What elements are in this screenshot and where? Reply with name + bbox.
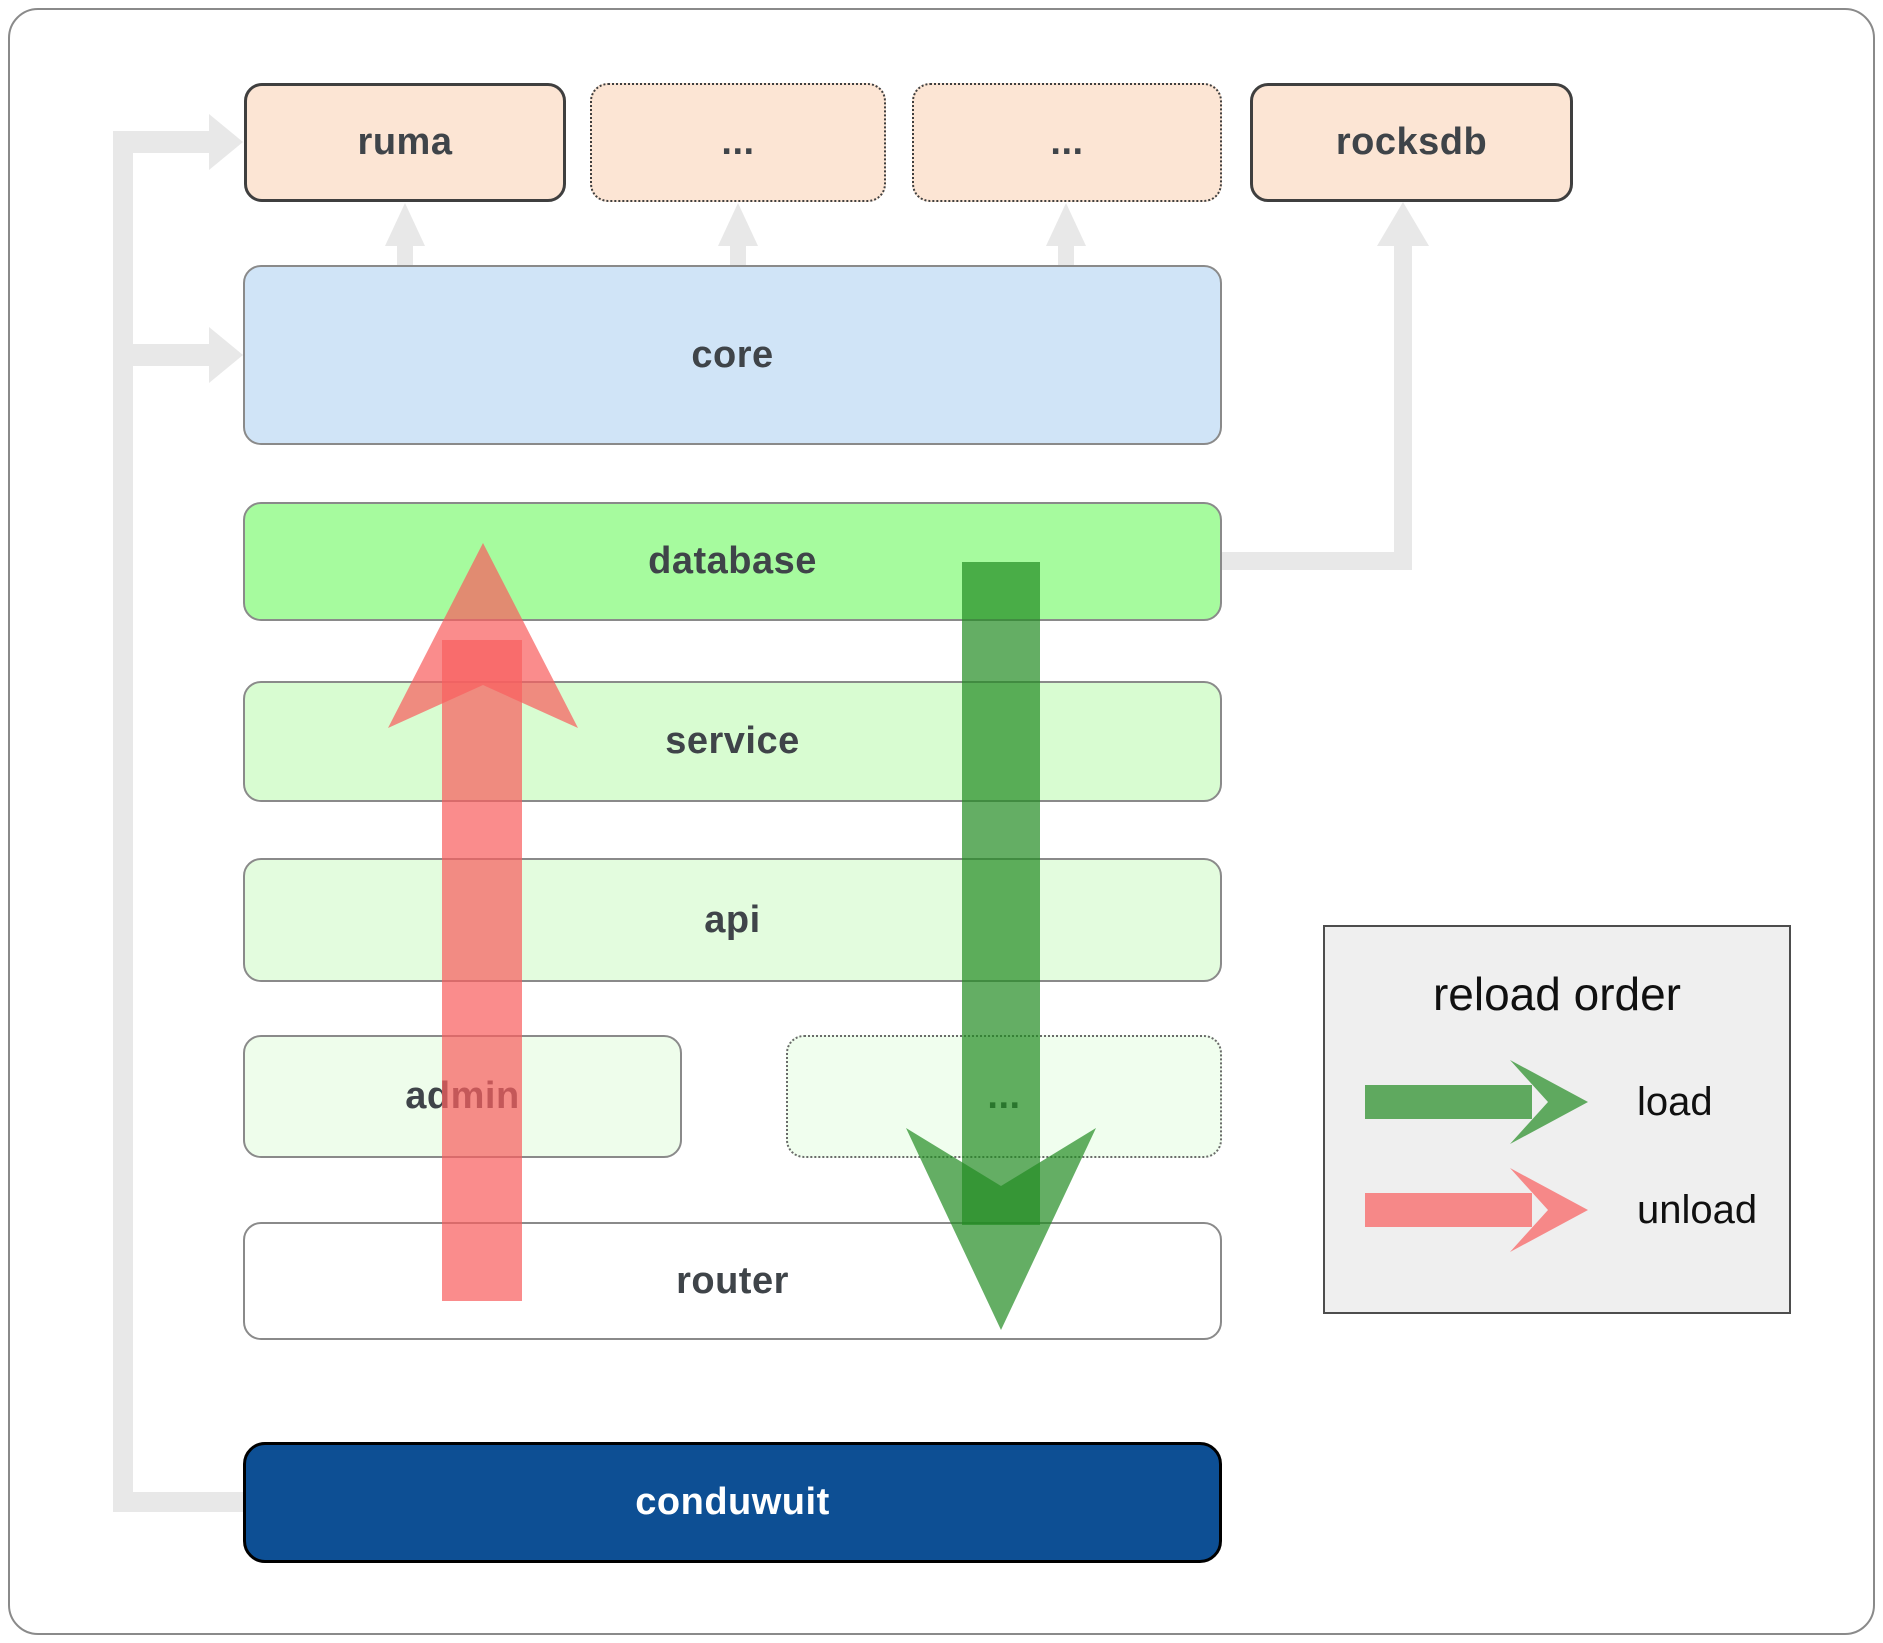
node-conduwuit-label: conduwuit xyxy=(635,1481,830,1523)
node-dependency-1: ... xyxy=(590,83,886,202)
legend-unload-label: unload xyxy=(1637,1187,1758,1232)
node-router: router xyxy=(243,1222,1222,1340)
node-dependency-2: ... xyxy=(912,83,1222,202)
node-database: database xyxy=(243,502,1222,621)
node-ruma-label: ruma xyxy=(357,121,453,163)
node-core-label: core xyxy=(691,333,774,376)
node-api: api xyxy=(243,858,1222,982)
legend-item-unload: unload xyxy=(1365,1160,1757,1260)
node-service: service xyxy=(243,681,1222,802)
node-conduwuit: conduwuit xyxy=(243,1442,1222,1563)
legend-load-label: load xyxy=(1637,1079,1713,1124)
unload-arrow-icon xyxy=(1365,1168,1588,1252)
legend-item-load: load xyxy=(1365,1052,1713,1152)
load-arrow-icon xyxy=(1365,1060,1588,1144)
node-dependency-2-label: ... xyxy=(1050,121,1084,163)
node-admin-label: admin xyxy=(405,1075,520,1117)
node-rocksdb: rocksdb xyxy=(1250,83,1573,202)
node-admin: admin xyxy=(243,1035,682,1158)
page-border xyxy=(8,8,1875,1635)
node-core: core xyxy=(243,265,1222,445)
node-rocksdb-label: rocksdb xyxy=(1335,121,1488,163)
node-ruma: ruma xyxy=(244,83,566,202)
node-router-label: router xyxy=(676,1259,789,1302)
node-more-services: ... xyxy=(786,1035,1222,1158)
node-more-services-label: ... xyxy=(987,1075,1021,1117)
node-dependency-1-label: ... xyxy=(721,121,755,163)
node-service-label: service xyxy=(665,720,800,762)
node-api-label: api xyxy=(704,898,761,941)
legend: reload order load unload xyxy=(1323,925,1791,1314)
legend-title: reload order xyxy=(1432,968,1682,1020)
node-database-label: database xyxy=(648,540,817,582)
